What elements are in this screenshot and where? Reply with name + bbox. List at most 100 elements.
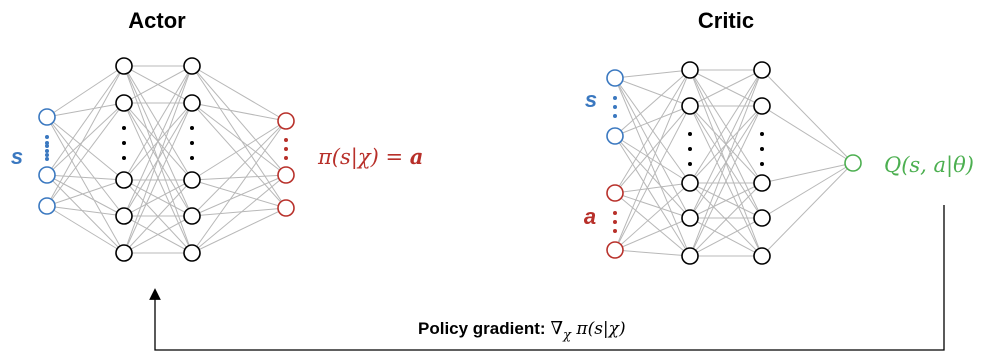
- network-edge: [761, 162, 854, 257]
- network-edge: [689, 182, 763, 219]
- critic-hidden2-node: [753, 247, 771, 265]
- network-edge: [761, 162, 854, 184]
- actor-output-node: [277, 112, 295, 130]
- network-edge: [123, 179, 193, 217]
- critic-hidden1-node: [681, 247, 699, 265]
- network-edge: [614, 105, 691, 137]
- actor-output-ellipsis-dot: [284, 147, 288, 151]
- network-edge: [614, 69, 691, 137]
- network-edge: [614, 69, 691, 79]
- actor-hidden2-node: [183, 94, 201, 112]
- critic-hidden2-ellipsis-dot: [760, 147, 764, 151]
- critic-output-label: Q(s, a|θ): [884, 153, 974, 178]
- network-edge: [191, 120, 287, 217]
- network-edge: [46, 65, 125, 207]
- network-edge: [689, 69, 763, 257]
- network-edge: [614, 105, 691, 194]
- actor-input-ellipsis-dot: [45, 141, 49, 145]
- actor-output-node: [277, 199, 295, 217]
- actor-output-ellipsis-dot: [284, 138, 288, 142]
- network-edge: [689, 69, 763, 184]
- network-edge: [614, 77, 691, 257]
- actor-hidden1-node: [115, 207, 133, 225]
- network-edge: [46, 102, 125, 118]
- network-edge: [123, 102, 193, 254]
- critic-hidden2-node: [753, 61, 771, 79]
- network-edge: [191, 65, 287, 209]
- actor-hidden1-node: [115, 244, 133, 262]
- actor-hidden2-node: [183, 171, 201, 189]
- network-edge: [761, 162, 854, 219]
- edges-layer: [46, 65, 854, 257]
- network-edge: [191, 102, 287, 122]
- network-edge: [614, 217, 691, 251]
- network-edge: [614, 77, 691, 107]
- network-edge: [191, 207, 287, 254]
- critic-input-ellipsis-dot: [613, 105, 617, 109]
- network-edge: [614, 77, 691, 184]
- critic-input-node: [606, 184, 624, 202]
- critic-state-label: s: [585, 87, 597, 112]
- policy-gradient-bold: Policy gradient:: [418, 319, 546, 338]
- network-edge: [46, 205, 125, 254]
- critic-title: Critic: [698, 8, 754, 33]
- network-edge: [191, 65, 287, 176]
- network-edge: [46, 65, 125, 176]
- network-edge: [46, 205, 125, 217]
- network-edge: [46, 174, 125, 217]
- critic-hidden2-node: [753, 174, 771, 192]
- network-edge: [46, 116, 125, 217]
- network-edge: [614, 192, 691, 219]
- network-edge: [689, 182, 763, 257]
- network-edge: [614, 69, 691, 194]
- actor-hidden2-node: [183, 57, 201, 75]
- actor-output-func: π(s|χ) =: [317, 145, 410, 170]
- actor-input-ellipsis-dot: [45, 153, 49, 157]
- critic-hidden1-node: [681, 174, 699, 192]
- critic-input-ellipsis-dot: [613, 96, 617, 100]
- actor-hidden2-node: [183, 207, 201, 225]
- network-edge: [123, 65, 193, 217]
- network-edge: [689, 69, 763, 107]
- actor-title: Actor: [128, 8, 186, 33]
- network-edge: [614, 192, 691, 257]
- actor-output-label: π(s|χ) = a: [317, 144, 423, 170]
- network-edge: [46, 179, 125, 207]
- network-edge: [689, 217, 763, 257]
- critic-hidden2-ellipsis-dot: [760, 132, 764, 136]
- policy-gradient-label: Policy gradient:∇χ π(s|χ): [418, 318, 626, 343]
- actor-input-ellipsis-dot: [45, 144, 49, 148]
- actor-hidden1-node: [115, 171, 133, 189]
- critic-input-node: [606, 69, 624, 87]
- network-edge: [191, 207, 287, 217]
- critic-input-ellipsis-dot: [613, 229, 617, 233]
- network-edge: [46, 174, 125, 181]
- network-edge: [46, 102, 125, 176]
- actor-hidden1-node: [115, 57, 133, 75]
- network-edge: [761, 69, 854, 164]
- critic-hidden1-ellipsis-dot: [688, 162, 692, 166]
- critic-input-ellipsis-dot: [613, 220, 617, 224]
- network-edge: [191, 179, 287, 209]
- actor-input-label: s: [11, 144, 23, 169]
- critic-hidden1-ellipsis-dot: [688, 147, 692, 151]
- network-edge: [614, 249, 691, 257]
- network-edge: [689, 69, 763, 219]
- critic-input-node: [606, 241, 624, 259]
- network-edge: [123, 65, 193, 104]
- critic-hidden2-ellipsis-dot: [760, 162, 764, 166]
- network-edge: [46, 116, 125, 181]
- network-edge: [614, 182, 691, 194]
- critic-output-node: [844, 154, 862, 172]
- network-edge: [123, 65, 193, 254]
- policy-gradient-arrow: [149, 205, 945, 351]
- network-edge: [191, 174, 287, 181]
- network-edge: [46, 102, 125, 207]
- network-edge: [191, 120, 287, 254]
- network-edge: [123, 179, 193, 254]
- actor-input-node: [38, 108, 56, 126]
- policy-expression: π(s|χ): [571, 319, 626, 339]
- critic-input-ellipsis-dot: [613, 211, 617, 215]
- network-edge: [191, 174, 287, 254]
